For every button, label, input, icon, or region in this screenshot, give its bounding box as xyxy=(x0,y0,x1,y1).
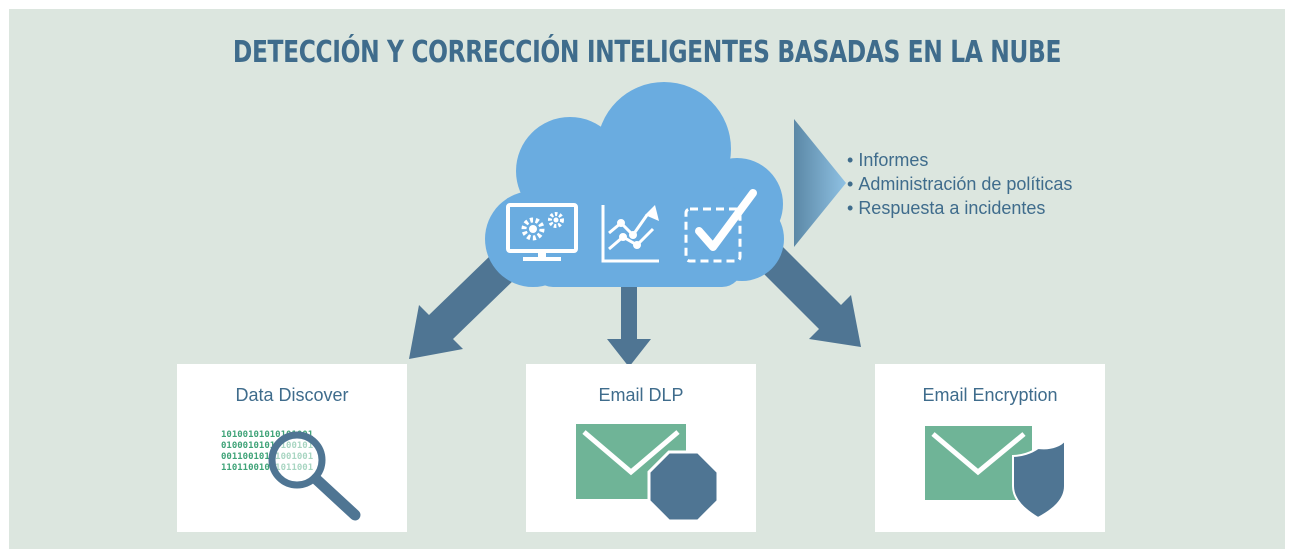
feature-item: Respuesta a incidentes xyxy=(847,196,1072,220)
checkbox-check-icon xyxy=(684,189,757,263)
envelope-shield-icon xyxy=(925,426,1066,520)
card-title: Email DLP xyxy=(598,385,684,405)
feature-item: Administración de políticas xyxy=(847,172,1072,196)
diagram-canvas: DETECCIÓN Y CORRECCIÓN INTELIGENTES BASA… xyxy=(9,9,1285,549)
arrow-center xyxy=(607,279,651,367)
feature-list: Informes Administración de políticas Res… xyxy=(847,148,1072,220)
card-title: Data Discover xyxy=(235,385,349,405)
magnifier-icon xyxy=(268,431,361,521)
diagram-title: DETECCIÓN Y CORRECCIÓN INTELIGENTES BASA… xyxy=(232,35,1062,70)
envelope-stop-icon xyxy=(576,424,720,523)
feature-item: Informes xyxy=(847,148,1072,172)
card-email-dlp: Email DLP xyxy=(526,364,756,532)
arrow-left xyxy=(409,253,517,359)
cloud-flow-graphic xyxy=(409,82,861,367)
line-chart-icon xyxy=(601,205,659,263)
card-title: Email Encryption xyxy=(922,385,1058,405)
arrow-right xyxy=(755,241,861,347)
monitor-gears-icon xyxy=(506,203,578,261)
card-email-encryption: Email Encryption xyxy=(875,364,1105,532)
pointer-triangle xyxy=(794,119,846,247)
